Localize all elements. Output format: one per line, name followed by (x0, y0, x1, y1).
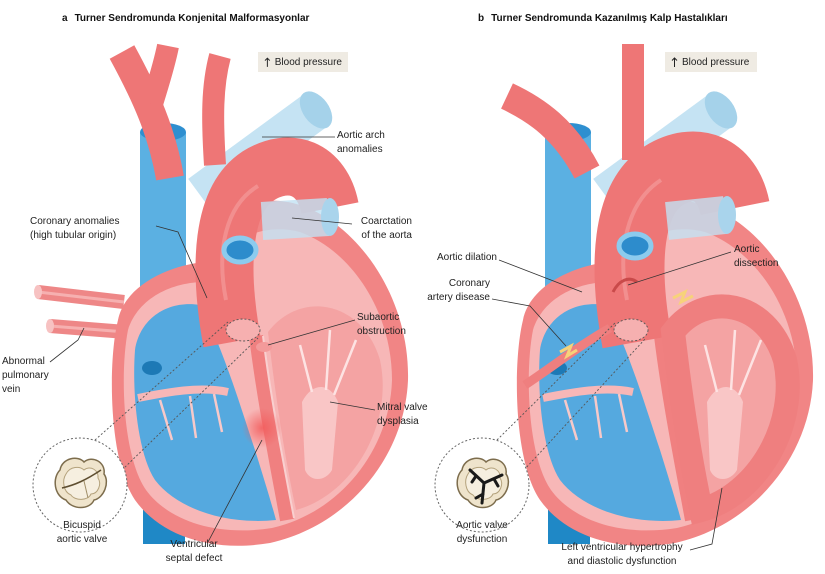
callout-lines-b (491, 251, 732, 551)
label-line: of the aorta (361, 230, 412, 241)
label-line: obstruction (357, 326, 406, 337)
label-line: anomalies (337, 144, 383, 155)
panel-b-title: b Turner Sendromunda Kazanılmış Kalp Hast… (478, 13, 728, 24)
label-aortic-dissection: Aortic dissection (734, 243, 778, 271)
callout-pulmonary-vein (49, 327, 85, 363)
callout-coronary-anomalies (155, 225, 208, 299)
blood-pressure-label-b: Blood pressure (682, 56, 750, 68)
callout-aortic-dilation (498, 259, 583, 293)
label-line: Aortic (734, 244, 760, 255)
aortic-valve-dysfunction-inset (434, 321, 647, 533)
label-lv-hypertrophy: Left ventricular hypertrophy and diastol… (547, 541, 697, 569)
label-line: Bicuspid (63, 520, 101, 531)
label-line: dysfunction (456, 534, 508, 545)
up-arrow-icon (671, 56, 678, 67)
label-line: Subaortic (357, 312, 400, 323)
panel-a-letter: a (62, 13, 68, 24)
label-mitral-valve-dysplasia: Mitral valve dysplasia (377, 401, 428, 429)
panel-b-title-text: Turner Sendromunda Kazanılmış Kalp Hasta… (491, 13, 728, 24)
up-arrow-icon (264, 56, 271, 67)
panel-b-heart (507, 44, 813, 546)
label-aortic-valve-dysfunction: Aortic valve dysfunction (442, 519, 522, 547)
label-line: (high tubular origin) (30, 230, 117, 241)
blood-pressure-box-a: Blood pressure (258, 52, 348, 72)
label-line: dysplasia (377, 416, 419, 427)
callout-vsd (207, 439, 263, 543)
callout-aortic-dissection (627, 251, 732, 286)
subaortic-ridge (256, 342, 272, 352)
panel-a-title: a Turner Sendromunda Konjenital Malformas… (62, 13, 309, 24)
panel-a-title-text: Turner Sendromunda Konjenital Malformasy… (74, 13, 310, 24)
arch-branches-a (109, 43, 231, 181)
panel-b-letter: b (478, 13, 485, 24)
pulmonary-trunk-opening (221, 235, 259, 265)
label-coarctation: Coarctation of the aorta (318, 215, 412, 243)
label-line: vein (2, 384, 21, 395)
vsd-highlight (242, 408, 282, 448)
label-line: Aortic valve (456, 520, 508, 531)
coarctation-segment (260, 198, 339, 240)
label-line: Aortic arch (337, 130, 385, 141)
label-line: Ventricular (170, 539, 218, 550)
blood-pressure-box-b: Blood pressure (665, 52, 757, 72)
label-line: Coronary anomalies (30, 216, 120, 227)
label-ventricular-septal-defect: Ventricular septal defect (154, 538, 234, 566)
label-abnormal-pulmonary-vein: Abnormal pulmonary vein (2, 355, 49, 397)
lv-hypertrophy-wall (660, 294, 800, 525)
label-line: dissection (734, 258, 779, 269)
label-line: Left ventricular hypertrophy (561, 542, 683, 553)
label-coronary-anomalies: Coronary anomalies (high tubular origin) (30, 215, 120, 243)
label-line: pulmonary (2, 370, 49, 381)
coronary-plaque-1 (559, 342, 578, 360)
panel-a-heart (34, 43, 408, 546)
callout-lvh (689, 487, 723, 551)
callout-coronary-artery (491, 298, 567, 347)
callout-mitral (329, 401, 376, 411)
label-line: aortic valve (56, 534, 108, 545)
label-line: and diastolic dysfunction (567, 556, 677, 567)
label-line: artery disease (427, 292, 490, 303)
label-bicuspid-aortic-valve: Bicuspid aortic valve (42, 519, 122, 547)
callout-subaortic (267, 319, 356, 346)
label-coronary-artery-disease: Coronary artery disease (398, 277, 490, 305)
label-aortic-dilation: Aortic dilation (410, 251, 497, 265)
arch-branches-b (500, 44, 644, 179)
label-line: Coarctation (360, 216, 412, 227)
callout-coarctation (291, 217, 353, 225)
label-line: septal defect (165, 553, 223, 564)
coronary-plaque-2 (672, 288, 694, 306)
label-line: Abnormal (2, 356, 45, 367)
label-aortic-arch: Aortic arch anomalies (337, 129, 385, 157)
aortic-dissection-flap (611, 277, 638, 293)
label-line: Coronary (448, 278, 490, 289)
aortic-valve-marker-a (225, 318, 261, 342)
label-line: Aortic dilation (436, 252, 497, 263)
bicuspid-valve-inset (32, 321, 259, 533)
callout-lines-a (49, 136, 376, 543)
pulmonary-vein-tubes (34, 285, 127, 339)
aortic-valve-marker-b (613, 318, 649, 342)
label-line: Mitral valve (377, 402, 428, 413)
label-subaortic-obstruction: Subaortic obstruction (357, 311, 406, 339)
blood-pressure-label-a: Blood pressure (274, 56, 342, 68)
